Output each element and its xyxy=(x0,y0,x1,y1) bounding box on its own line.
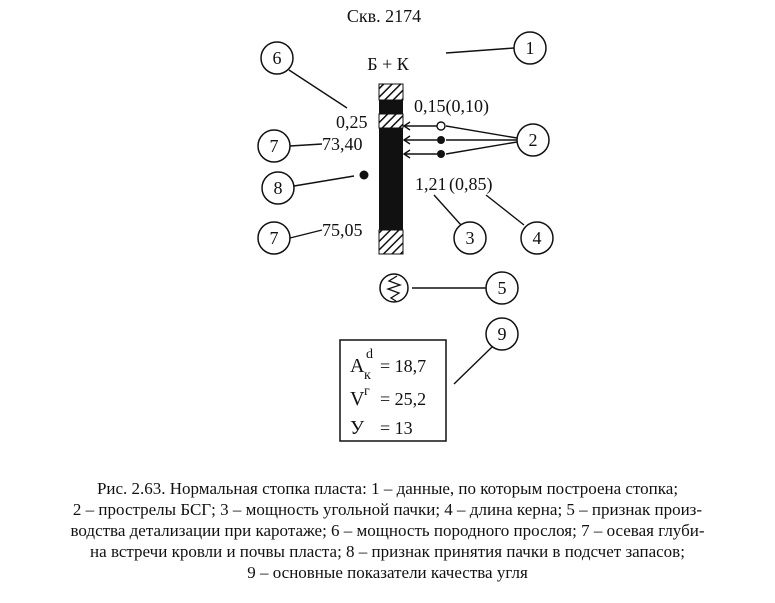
stack-label: Б + К xyxy=(367,54,409,74)
ash-content-symbol: A xyxy=(350,355,365,377)
callout-1: 1 xyxy=(513,31,547,65)
callout-7-top: 7 xyxy=(257,129,291,163)
coal-top-thickness-label: 0,15(0,10) xyxy=(414,96,489,117)
callout-number: 8 xyxy=(274,178,283,198)
callout-9: 9 xyxy=(485,317,519,351)
caption-line: на встречи кровли и почвы пласта; 8 – пр… xyxy=(90,542,685,561)
volatile-matter-symbol: V xyxy=(350,388,365,410)
coal-seam-stack-diagram: Скв. 2174 Б + К 0,25 73,40 75,05 0,15(0,… xyxy=(257,6,554,442)
figure-caption: Рис. 2.63. Нормальная стопка пласта: 1 –… xyxy=(10,478,765,583)
hatched-rock-top xyxy=(378,83,404,101)
coal-layer-top xyxy=(379,100,403,114)
quality-indicators-box: A d к = 18,7 V г = 25,2 У = 13 xyxy=(339,339,447,442)
bsg-shot-open-marker xyxy=(436,121,446,131)
well-title: Скв. 2174 xyxy=(347,6,421,26)
bsg-shot-filled-marker xyxy=(437,136,445,144)
callout-number: 2 xyxy=(529,130,538,150)
volatile-matter-sup: г xyxy=(364,384,370,399)
callout-number: 7 xyxy=(270,228,279,248)
parting-thickness-label: 0,25 xyxy=(336,112,368,132)
bsg-shot-arrows xyxy=(402,121,437,159)
floor-depth-label: 75,05 xyxy=(322,220,363,240)
reserves-inclusion-marker xyxy=(359,170,369,180)
callout-number: 6 xyxy=(273,48,282,68)
coal-layer-main xyxy=(379,128,403,230)
callout-number: 1 xyxy=(526,38,535,58)
logging-detail-icon xyxy=(379,273,409,303)
seam-column xyxy=(378,83,404,255)
roof-depth-label: 73,40 xyxy=(322,134,363,154)
callout-number: 9 xyxy=(498,324,507,344)
plastic-layer-value: = 13 xyxy=(380,418,413,438)
plastic-layer-symbol: У xyxy=(350,417,365,439)
callout-number: 5 xyxy=(498,278,507,298)
callout-8: 8 xyxy=(261,171,295,205)
ash-content-sup: d xyxy=(366,347,373,362)
volatile-matter-value: = 25,2 xyxy=(380,389,426,409)
hatched-rock-bottom xyxy=(378,229,404,255)
ash-content-sub: к xyxy=(364,368,371,383)
callout-7-bottom: 7 xyxy=(257,221,291,255)
callout-number: 3 xyxy=(466,228,475,248)
core-length-label: (0,85) xyxy=(449,174,493,195)
coal-main-thickness-label: 1,21 xyxy=(415,174,447,194)
hatched-parting xyxy=(378,113,404,129)
callout-5: 5 xyxy=(485,271,519,305)
caption-line: 2 – прострелы БСГ; 3 – мощность угольной… xyxy=(72,500,703,519)
callout-number: 7 xyxy=(270,136,279,156)
ash-content-value: = 18,7 xyxy=(380,356,426,376)
caption-line: 9 – основные показатели качества угля xyxy=(247,563,528,582)
callout-3: 3 xyxy=(453,221,487,255)
caption-line: водства детализации при каротаже; 6 – мо… xyxy=(70,521,705,540)
leader-lines xyxy=(288,47,525,385)
callout-number: 4 xyxy=(533,228,542,248)
bsg-shot-filled-marker xyxy=(437,150,445,158)
caption-line: Рис. 2.63. Нормальная стопка пласта: 1 –… xyxy=(96,479,679,498)
callout-2: 2 xyxy=(516,123,550,157)
callout-6: 6 xyxy=(260,41,294,75)
callout-4: 4 xyxy=(520,221,554,255)
